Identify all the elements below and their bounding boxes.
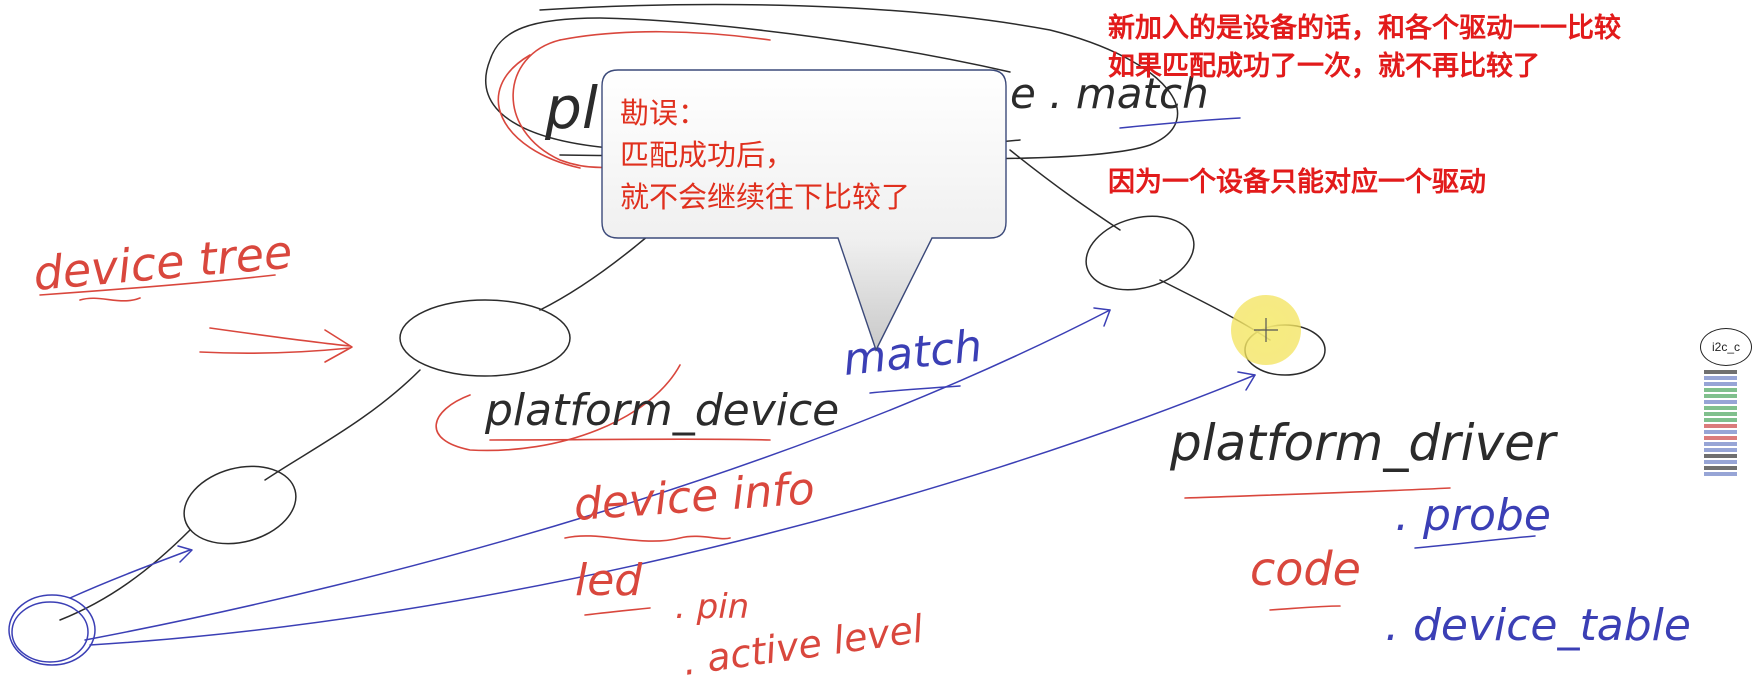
match-label: match — [841, 321, 985, 386]
code-underline — [1269, 605, 1341, 611]
code-label: code — [1250, 542, 1361, 596]
device-tree-arrow — [199, 327, 353, 363]
node-leaf-left — [11, 601, 89, 663]
device-tree-squiggle — [79, 297, 141, 302]
led-label: led — [575, 555, 643, 606]
device-table-label: . device_table — [1385, 600, 1691, 651]
callout-line-1: 勘误： — [620, 96, 708, 130]
led-underline — [584, 607, 651, 616]
cursor-highlight — [1231, 295, 1301, 365]
callout-line-3: 就不会继续往下比较了 — [620, 180, 911, 214]
pin-label: . pin — [675, 587, 749, 627]
node-platform-device — [399, 299, 571, 377]
platform-driver-underline — [1184, 487, 1451, 499]
top-match-underline — [1119, 117, 1241, 129]
thumbnail-code-preview — [1704, 368, 1737, 508]
node-mid-left — [183, 465, 297, 545]
tree-edges — [59, 149, 1271, 621]
device-info-label: device info — [572, 463, 816, 531]
platform-driver-label: platform_driver — [1169, 414, 1559, 472]
thumbnail-node-label: i2c_c — [1711, 340, 1740, 354]
match-underline — [869, 385, 961, 394]
platform-device-underline — [489, 438, 771, 441]
node-leaf-left-outline — [8, 594, 96, 666]
device-tree-underline — [39, 274, 276, 296]
probe-underline — [1414, 535, 1536, 549]
callout-bubble — [601, 69, 1007, 352]
node-driver-parent — [1085, 215, 1195, 291]
device-info-squiggle — [564, 535, 731, 542]
node-platform-device-red-loop — [435, 364, 681, 452]
annotation-note-top: 新加入的是设备的话，和各个驱动一一比较 如果匹配成功了一次，就不再比较了 — [1108, 10, 1621, 86]
device-tree-label: device tree — [31, 225, 294, 301]
top-right-fragment: e . match — [1010, 69, 1209, 118]
platform-device-label: platform_device — [484, 385, 839, 436]
annotation-note-line-3: 因为一个设备只能对应一个驱动 — [1108, 167, 1486, 198]
callout-text: 勘误： 匹配成功后， 就不会继续往下比较了 — [620, 92, 910, 218]
probe-label: . probe — [1395, 490, 1551, 541]
top-left-fragment: pl — [544, 74, 598, 142]
annotation-note-line-2: 如果匹配成功了一次，就不再比较了 — [1108, 51, 1540, 82]
thumbnail-node: i2c_c — [1700, 328, 1752, 366]
annotation-note-bottom: 因为一个设备只能对应一个驱动 — [1108, 164, 1486, 202]
blue-arrows — [69, 307, 1256, 646]
annotation-note-line-1: 新加入的是设备的话，和各个驱动一一比较 — [1108, 13, 1621, 44]
callout-line-2: 匹配成功后， — [620, 138, 795, 172]
